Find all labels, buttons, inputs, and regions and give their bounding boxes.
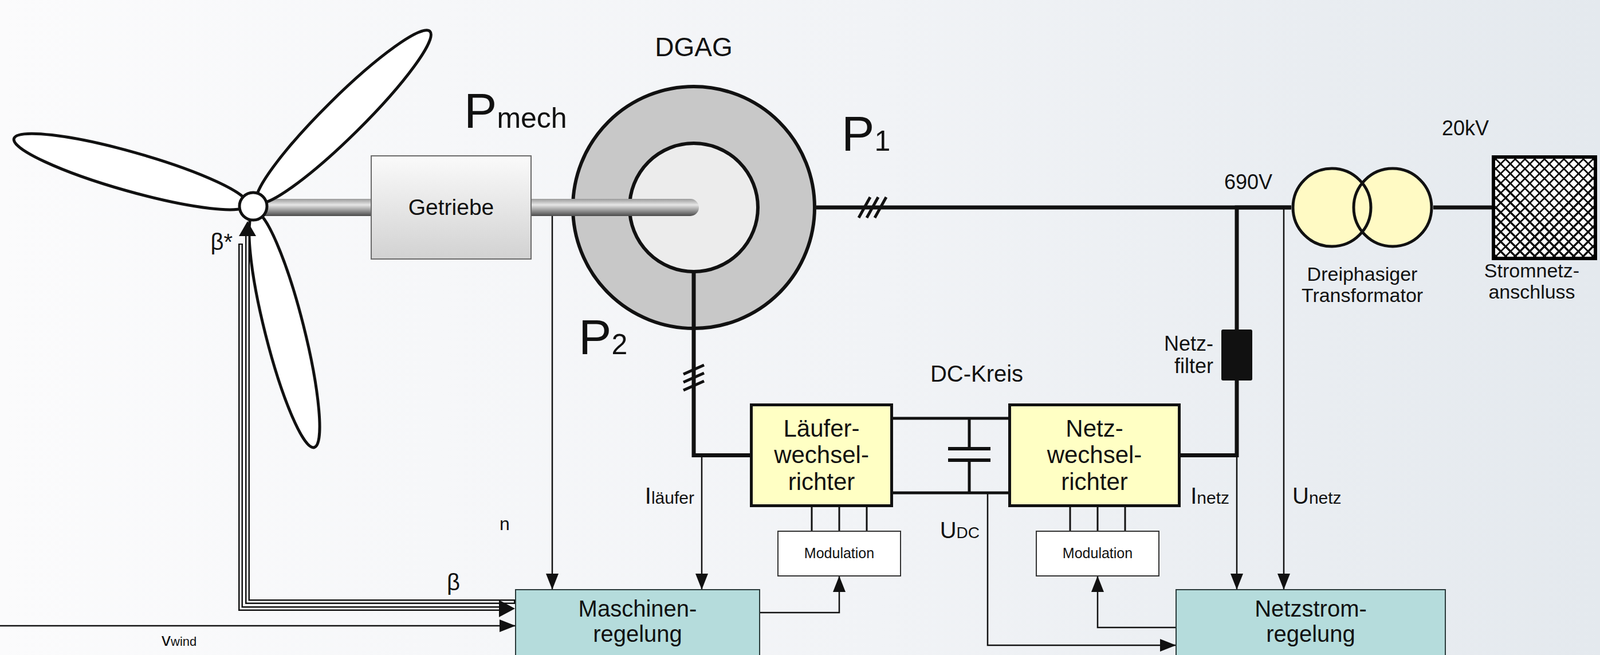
filter-line	[1236, 207, 1292, 330]
node-label: Dreiphasiger Transformator	[1301, 263, 1423, 307]
control-arrow	[760, 576, 840, 613]
node-label: Stromnetz- anschluss	[1484, 260, 1580, 304]
grid-line	[1433, 205, 1492, 210]
converter-box: Läufer- wechsel- richter	[749, 403, 894, 507]
pitch-label: β*	[210, 230, 233, 254]
control-arrow	[1097, 576, 1176, 628]
signal-label: Iläufer	[645, 484, 695, 507]
drive-shaft	[531, 198, 572, 216]
dc-link-label: DC-Kreis	[930, 362, 1024, 385]
generator-circle: DGAG	[571, 84, 817, 330]
generator-drawing	[571, 84, 817, 330]
transformer-drawing	[1291, 166, 1434, 249]
gate-line	[1097, 506, 1099, 531]
modulation-box: Modulation	[1035, 530, 1160, 577]
rotor-line	[693, 329, 750, 456]
grid-filter: Netz- filter	[1221, 329, 1253, 381]
signal-label: n	[499, 514, 510, 533]
power-label: P2	[578, 312, 628, 362]
pitch-label: β	[446, 570, 461, 594]
converter-line	[1180, 380, 1237, 456]
node-label: Modulation	[804, 545, 875, 562]
signal-label: UDC	[940, 518, 980, 542]
node-label: Läufer- wechsel- richter	[773, 415, 870, 495]
node-label: Netzstrom- regelung	[1254, 595, 1367, 647]
voltage-label: 20kV	[1441, 118, 1489, 139]
controller-box: Netzstrom- regelung	[1175, 588, 1446, 655]
node-label: Netz- wechsel- richter	[1047, 415, 1143, 495]
node-label: DGAG	[654, 32, 733, 62]
grid-connection-box: Stromnetz- anschluss	[1491, 155, 1598, 261]
gearbox-box: Getriebe	[370, 155, 532, 260]
power-label: P1	[841, 108, 891, 159]
pitch-lines	[238, 221, 516, 617]
power-label: Pmech	[464, 85, 568, 136]
node-label: Maschinen- regelung	[578, 595, 698, 647]
rotor-shaft	[253, 198, 390, 216]
voltage-label: 690V	[1224, 171, 1273, 193]
transformer-symbol: Dreiphasiger Transformator	[1291, 166, 1434, 249]
node-label: Modulation	[1062, 545, 1133, 562]
controller-box: Maschinen- regelung	[515, 588, 761, 655]
signal-label: Inetz	[1190, 484, 1230, 507]
node-label: Netz- filter	[1164, 332, 1214, 378]
modulation-box: Modulation	[777, 530, 902, 577]
converter-box: Netz- wechsel- richter	[1008, 403, 1181, 507]
stator-line	[816, 205, 1292, 210]
dc-link	[893, 418, 1009, 493]
node-label: Getriebe	[408, 195, 495, 220]
gate-line	[838, 506, 841, 531]
signal-label: Unetz	[1292, 484, 1342, 507]
wind-speed-label: vwind	[161, 630, 197, 649]
